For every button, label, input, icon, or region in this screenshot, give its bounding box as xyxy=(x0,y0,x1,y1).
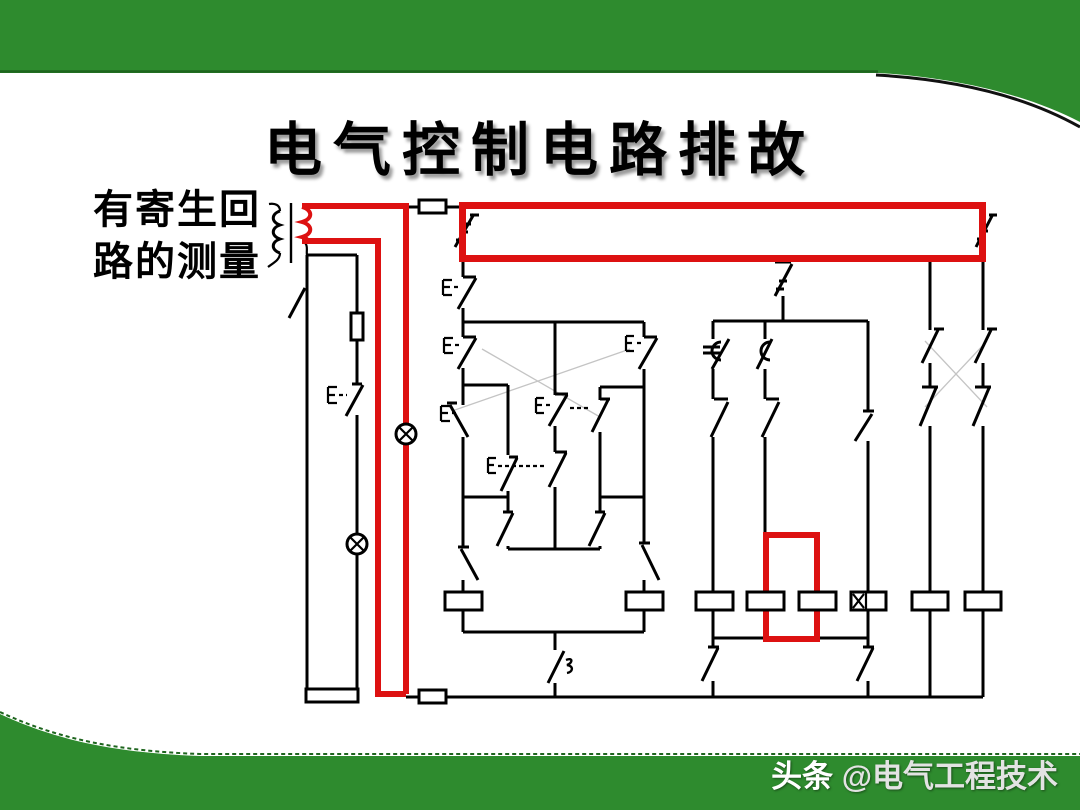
button-actuator-glyphs xyxy=(326,278,634,475)
side-label: 有寄生回 路的测量 xyxy=(93,184,283,288)
fuse-icon-bottom xyxy=(417,688,448,705)
side-label-line1: 有寄生回 xyxy=(93,187,261,232)
fuse-icon-branch xyxy=(349,311,365,342)
coil-icon-5 xyxy=(797,590,838,612)
measure-loop-highlight xyxy=(302,203,409,697)
coil-icon-7 xyxy=(910,590,950,612)
bottom-link-box xyxy=(304,687,360,704)
page-title: 电气控制电路排故 xyxy=(263,118,817,183)
coil-icon-4 xyxy=(745,590,786,612)
breaker-contact-mid xyxy=(773,260,794,297)
knife-switch-icon xyxy=(287,287,307,319)
delay-contact-arcs xyxy=(710,340,771,362)
watermark-account: @电气工程技术 xyxy=(833,759,1058,794)
interlock-links xyxy=(451,340,988,418)
top-green-band xyxy=(0,0,1080,129)
coil-icon-8 xyxy=(963,590,1003,612)
overload-relay-icon xyxy=(565,658,574,675)
side-label-line2: 路的测量 xyxy=(93,239,261,284)
coil-icon-km1 xyxy=(443,590,484,612)
fuse-icon-top xyxy=(417,198,448,215)
bottom-green-band xyxy=(0,711,1080,810)
coil-icon-3 xyxy=(694,590,735,612)
transformer-secondary-red xyxy=(294,205,313,244)
watermark-brand: 头条 xyxy=(771,759,834,794)
actuator-dash-links xyxy=(339,285,642,468)
red-highlights xyxy=(294,202,986,697)
fuses-and-coils xyxy=(304,198,1003,705)
pushbutton-nc-left xyxy=(344,382,365,417)
lamp-icon-left xyxy=(345,532,369,556)
watermark: 头条 @电气工程技术 xyxy=(771,751,1058,796)
coil-icon-valve xyxy=(849,590,888,612)
transformer-icon xyxy=(267,202,309,268)
coil-row xyxy=(443,590,1003,612)
breaker-contact-left xyxy=(453,213,479,248)
lamp-icon-measure xyxy=(394,422,418,446)
control-band-highlight xyxy=(459,202,986,262)
parasitic-branch-highlight xyxy=(763,532,820,642)
coil-icon-km2 xyxy=(624,590,665,612)
